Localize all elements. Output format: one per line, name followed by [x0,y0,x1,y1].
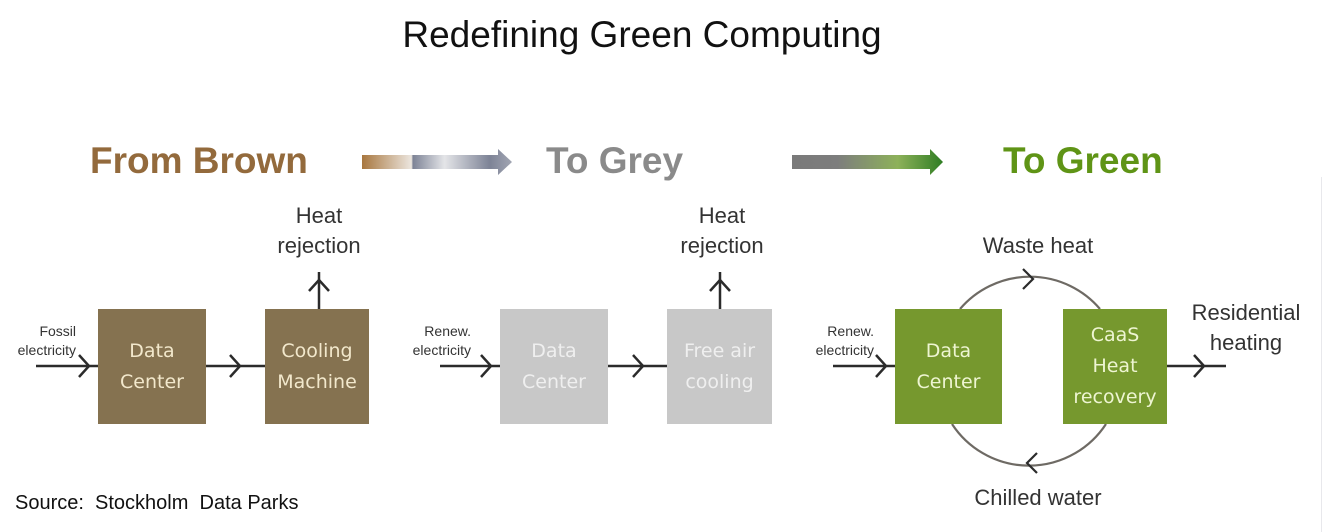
data-center-box-green: Data Center [895,309,1002,424]
residential-heating-label: Residential heating [1191,300,1301,355]
chevron-right-icon [78,354,91,378]
transition-arrow-grey-to-green [792,149,943,175]
chevron-right-icon [229,354,242,378]
chevron-right-icon [1193,354,1206,378]
chevron-right-icon [480,354,493,378]
cooling-machine-box: Cooling Machine [265,309,369,424]
chevron-left-icon [1025,452,1038,474]
heat-rejection-label-grey: Heat rejection [680,203,764,258]
input-label-brown: Fossil electricity [17,323,76,358]
data-center-box-grey: Data Center [500,309,608,424]
heat-rejection-label-brown: Heat rejection [277,203,361,258]
chevron-right-icon [1022,268,1035,290]
free-air-cooling-box: Free air cooling [667,309,772,424]
source-caption: Source: Stockholm Data Parks [15,492,299,514]
input-label-green: Renew. electricity [815,323,874,358]
stage-label-brown: From Brown [90,140,308,181]
page-title: Redefining Green Computing [402,14,882,55]
data-center-box-brown: Data Center [98,309,206,424]
stage-label-grey: To Grey [546,140,684,181]
transition-arrow-brown-to-grey [362,149,512,175]
chevron-right-icon [632,354,645,378]
chilled-water-arc [951,423,1107,467]
stage-label-green: To Green [1003,140,1163,181]
panel-border [1321,177,1322,532]
chevron-right-icon [875,354,888,378]
chilled-water-label: Chilled water [974,485,1102,510]
chevron-up-icon [308,278,330,292]
input-label-grey: Renew. electricity [412,323,471,358]
waste-heat-label: Waste heat [982,233,1094,258]
caas-heat-recovery-box: CaaS Heat recovery [1063,309,1167,424]
chevron-up-icon [709,278,731,292]
